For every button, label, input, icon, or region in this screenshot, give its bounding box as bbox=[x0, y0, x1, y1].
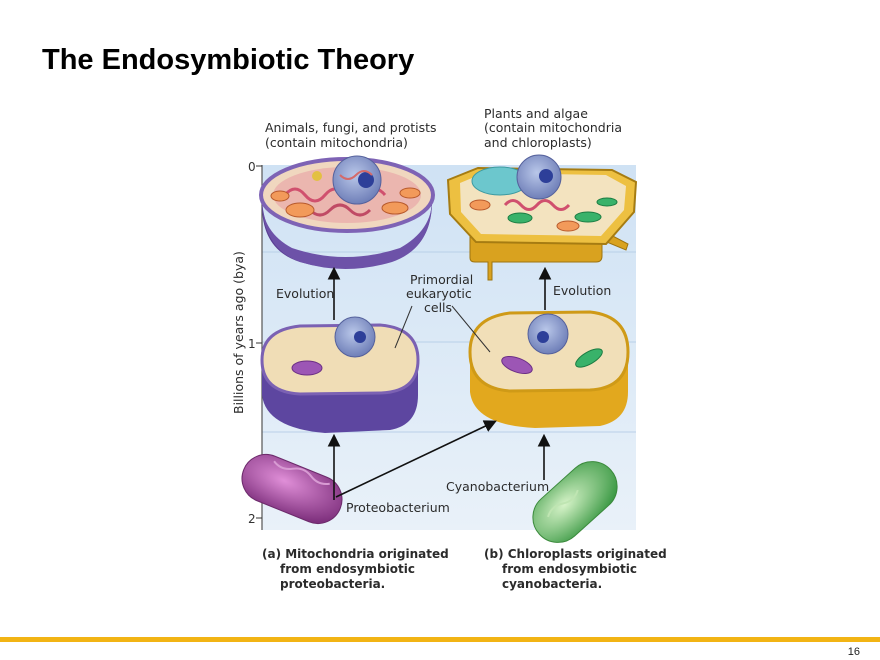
page-number: 16 bbox=[847, 646, 860, 658]
top-right-label-line1: Plants and algae bbox=[484, 106, 588, 121]
tick-2: 2 bbox=[248, 512, 256, 526]
axis-title: Billions of years ago (bya) bbox=[231, 251, 246, 414]
proteobacterium-label: Proteobacterium bbox=[346, 500, 450, 515]
evolution-label-left: Evolution bbox=[276, 286, 334, 301]
primordial-cell-right bbox=[468, 310, 630, 428]
footer-accent-bar bbox=[0, 637, 880, 642]
cyanobacterium-label: Cyanobacterium bbox=[446, 479, 549, 494]
caption-b-line1: (b) Chloroplasts originated bbox=[484, 547, 667, 561]
caption-a-line1: (a) Mitochondria originated bbox=[262, 547, 449, 561]
animal-cell bbox=[259, 155, 435, 269]
proteobacterium bbox=[241, 454, 343, 524]
caption-a-line3: proteobacteria. bbox=[280, 577, 385, 591]
cyanobacterium bbox=[532, 461, 618, 543]
caption-b-line2: from endosymbiotic bbox=[502, 562, 637, 576]
primordial-label-line3: cells bbox=[424, 300, 452, 315]
tick-1: 1 bbox=[248, 337, 256, 351]
plant-cell bbox=[446, 154, 638, 281]
evolution-label-right: Evolution bbox=[553, 283, 611, 298]
top-right-label-line2: (contain mitochondria bbox=[484, 120, 622, 135]
primordial-label-line2: eukaryotic bbox=[406, 286, 472, 301]
top-right-label-line3: and chloroplasts) bbox=[484, 135, 592, 150]
slide-title: The Endosymbiotic Theory bbox=[42, 44, 415, 76]
top-left-label-line2: (contain mitochondria) bbox=[265, 135, 408, 150]
primordial-cell-left bbox=[260, 316, 420, 433]
top-left-label-line1: Animals, fungi, and protists bbox=[265, 120, 437, 135]
caption-a-line2: from endosymbiotic bbox=[280, 562, 415, 576]
tick-0: 0 bbox=[248, 160, 256, 174]
primordial-label-line1: Primordial bbox=[410, 272, 473, 287]
caption-b-line3: cyanobacteria. bbox=[502, 577, 602, 591]
